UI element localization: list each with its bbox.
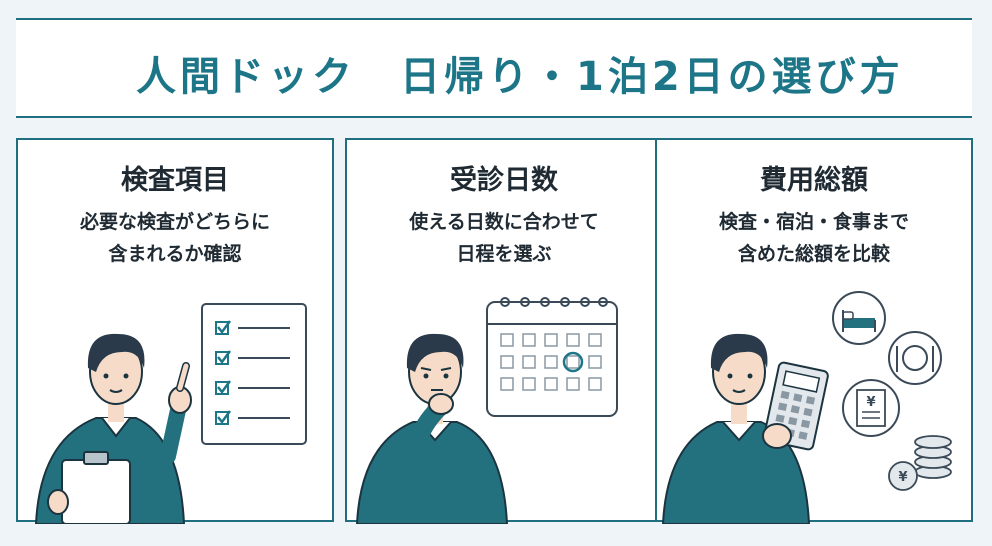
yen-receipt-icon: ¥ — [842, 379, 900, 437]
calendar-icon — [486, 297, 618, 417]
panel-description: 必要な検査がどちらに 含まれるか確認 — [18, 206, 332, 270]
panel-description: 検査・宿泊・食事まで 含めた総額を比較 — [657, 206, 971, 270]
panel-exam-items: 検査項目 必要な検査がどちらに 含まれるか確認 — [16, 138, 334, 524]
fork-knife-plate-icon — [888, 331, 942, 385]
title-banner: 人間ドック 日帰り・1泊2日の選び方 — [16, 18, 972, 118]
description-line: 含めた総額を比較 — [737, 243, 890, 265]
panel-heading: 費用総額 — [760, 165, 868, 196]
thinking-hand-icon — [405, 393, 454, 489]
illustration-man-with-clipboard — [34, 303, 307, 524]
coin-yen-symbol: ¥ — [898, 470, 907, 485]
bed-icon — [832, 291, 886, 345]
yen-symbol: ¥ — [866, 395, 875, 410]
clipboard-icon — [47, 451, 131, 524]
calculator-icon — [762, 361, 829, 451]
checklist-icon — [201, 303, 307, 445]
illustration-man-thinking — [355, 297, 618, 524]
description-line: 使える日数に合わせて — [409, 211, 599, 233]
coin-stack-icon: ¥ — [888, 435, 952, 491]
panel-heading: 検査項目 — [121, 165, 229, 196]
panel-total-cost: 費用総額 検査・宿泊・食事まで 含めた総額を比較 — [655, 138, 973, 524]
description-line: 検査・宿泊・食事まで — [718, 211, 909, 233]
description-line: 日程を選ぶ — [456, 243, 552, 265]
description-line: 含まれるか確認 — [108, 243, 242, 265]
page-title: 人間ドック 日帰り・1泊2日の選び方 — [136, 54, 904, 100]
pointing-hand-icon — [160, 362, 192, 464]
description-line: 必要な検査がどちらに — [79, 211, 270, 233]
illustration-man-with-calculator: ¥ ¥ — [661, 291, 952, 524]
panel-heading: 受診日数 — [450, 165, 558, 196]
panel-description: 使える日数に合わせて 日程を選ぶ — [347, 206, 661, 270]
panel-visit-days: 受診日数 使える日数に合わせて 日程を選ぶ — [345, 138, 663, 524]
